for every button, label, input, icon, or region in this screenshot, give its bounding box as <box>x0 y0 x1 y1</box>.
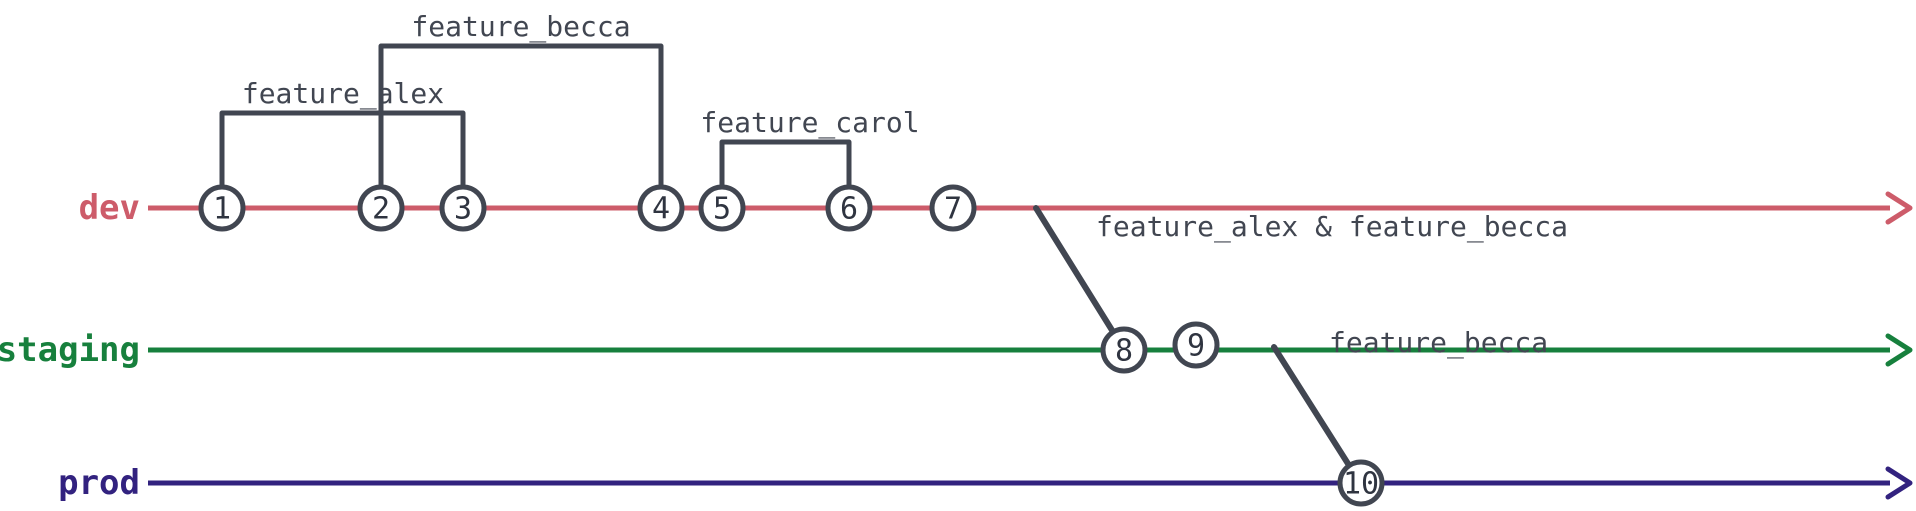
commit-circle-10[interactable] <box>1337 459 1385 507</box>
branch-name-prod: prod <box>58 463 140 503</box>
feature-bracket-feature_carol <box>719 139 852 211</box>
commit-circle-4[interactable] <box>637 184 685 232</box>
merge-staging-to-prod-label: feature_becca <box>1329 326 1548 360</box>
commit-node-6[interactable]: 6 <box>825 184 873 232</box>
feature-label-feature_carol: feature_carol <box>700 106 919 140</box>
feature-bracket-feature_alex <box>219 110 466 211</box>
commit-label-9: 9 <box>1187 329 1205 364</box>
commit-label-3: 3 <box>454 192 472 227</box>
commit-circle-1[interactable] <box>198 184 246 232</box>
commit-node-2[interactable]: 2 <box>357 184 405 232</box>
merge-lines-group <box>1033 205 1355 473</box>
feature-label-feature_becca: feature_becca <box>411 10 630 44</box>
branch-arrow-staging <box>1885 333 1913 367</box>
commit-label-2: 2 <box>372 192 390 227</box>
commit-circle-2[interactable] <box>357 184 405 232</box>
branch-name-dev: dev <box>79 188 140 228</box>
commit-label-4: 4 <box>652 192 670 227</box>
merge-dev-to-staging-label: feature_alex & feature_becca <box>1096 210 1568 244</box>
branch-name-staging: staging <box>0 330 140 370</box>
merge-staging-to-prod <box>1271 344 1355 473</box>
branch-arrow-prod <box>1885 466 1913 500</box>
commit-node-10[interactable]: 10 <box>1337 459 1385 507</box>
commit-label-1: 1 <box>213 192 231 227</box>
commit-label-6: 6 <box>840 192 858 227</box>
commit-circle-8[interactable] <box>1100 326 1148 374</box>
commit-node-8[interactable]: 8 <box>1100 326 1148 374</box>
feature-label-feature_alex: feature_alex <box>242 77 444 111</box>
commit-node-3[interactable]: 3 <box>439 184 487 232</box>
commit-nodes-group: 1 2 3 4 5 6 7 8 9 10 <box>198 184 1385 507</box>
commit-node-5[interactable]: 5 <box>698 184 746 232</box>
commit-label-8: 8 <box>1115 334 1133 369</box>
merge-dev-to-staging <box>1033 205 1118 338</box>
commit-node-9[interactable]: 9 <box>1172 321 1220 369</box>
commit-label-7: 7 <box>944 192 962 227</box>
commit-node-7[interactable]: 7 <box>929 184 977 232</box>
commit-circle-6[interactable] <box>825 184 873 232</box>
commit-node-1[interactable]: 1 <box>198 184 246 232</box>
commit-node-4[interactable]: 4 <box>637 184 685 232</box>
commit-circle-3[interactable] <box>439 184 487 232</box>
commit-label-5: 5 <box>713 192 731 227</box>
text-labels-group: devstagingprodfeature_alexfeature_beccaf… <box>0 10 1568 503</box>
feature-brackets-group <box>219 43 852 211</box>
commit-circle-7[interactable] <box>929 184 977 232</box>
commit-circle-5[interactable] <box>698 184 746 232</box>
commit-label-10: 10 <box>1343 467 1379 502</box>
branch-lines-group <box>148 191 1913 500</box>
commit-circle-9[interactable] <box>1172 321 1220 369</box>
feature-bracket-feature_becca <box>378 43 664 211</box>
branch-arrow-dev <box>1885 191 1913 225</box>
